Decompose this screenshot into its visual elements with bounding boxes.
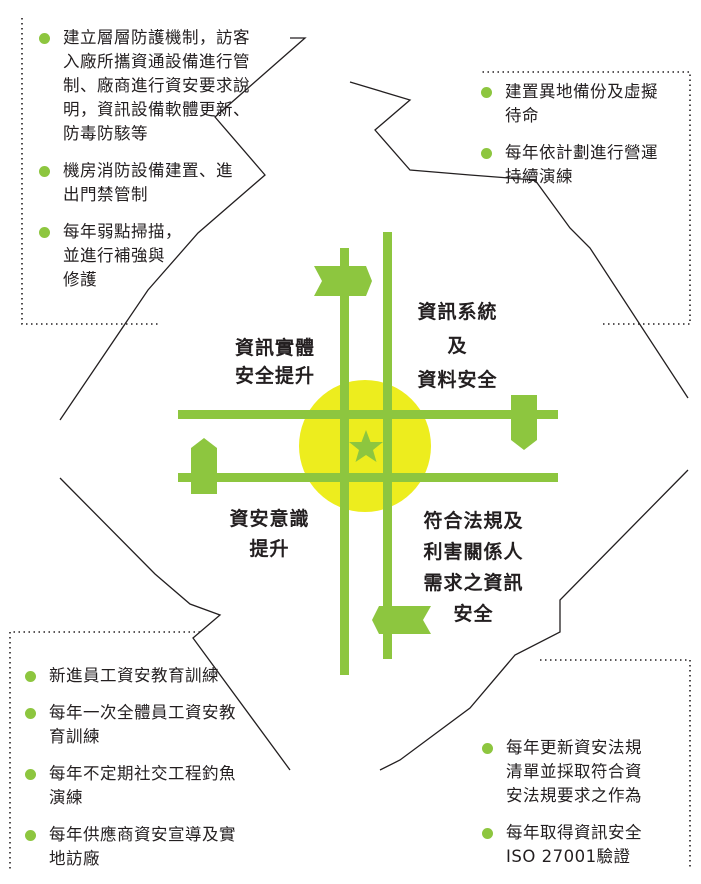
- bar-h-top-right: [383, 410, 558, 419]
- list-item: 建置異地備份及虛擬 待命: [478, 80, 693, 128]
- list-item: 機房消防設備建置、進 出門禁管制: [36, 159, 306, 207]
- diamond-outline: [59, 37, 689, 771]
- arrow-flag-icon-right: [511, 395, 537, 450]
- list-item: 每年不定期社交工程釣魚 演練: [22, 762, 292, 810]
- green-dot-icon: [25, 708, 36, 719]
- list-bottom-left: 新進員工資安教育訓練 每年一次全體員工資安教 育訓練 每年不定期社交工程釣魚 演…: [22, 664, 292, 884]
- list-item: 每年弱點掃描， 並進行補強與 修護: [36, 220, 306, 292]
- list-item: 新進員工資安教育訓練: [22, 664, 292, 688]
- green-dot-icon: [481, 148, 492, 159]
- quadrant-label-bottom-right: 符合法規及 利害關係人 需求之資訊 安全: [423, 510, 524, 625]
- list-top-right: 建置異地備份及虛擬 待命 每年依計劃進行營運 持續演練: [478, 80, 693, 202]
- green-dot-icon: [25, 671, 36, 682]
- list-top-left: 建立層層防護機制，訪客 入廠所攜資通設備進行管 制、廠商進行資安要求說 明，資訊…: [36, 26, 306, 305]
- list-item: 每年取得資訊安全 ISO 27001驗證: [479, 821, 694, 869]
- quadrant-label-top-right: 資訊系統 及 資料安全: [417, 301, 498, 391]
- green-dot-icon: [25, 769, 36, 780]
- list-item: 每年依計劃進行營運 持續演練: [478, 141, 693, 189]
- bar-h-bottom-right: [340, 473, 558, 482]
- outline-left-lower: [59, 477, 291, 771]
- green-dot-icon: [482, 828, 493, 839]
- outline-right-lower: [379, 469, 689, 771]
- frame-top-left: [21, 18, 160, 325]
- frame-bottom-right: [540, 659, 691, 870]
- list-bottom-right: 每年更新資安法規 清單並採取符合資 安法規要求之作為 每年取得資訊安全 ISO …: [479, 736, 694, 882]
- list-item: 每年供應商資安宣導及實 地訪廠: [22, 823, 292, 871]
- green-dot-icon: [482, 743, 493, 754]
- bar-h-top: [178, 410, 390, 419]
- arrow-flag-icon-left: [191, 438, 217, 494]
- cross-bars: [178, 232, 558, 675]
- outline-right-upper: [349, 81, 689, 399]
- bar-v-right: [383, 232, 392, 659]
- list-item: 每年一次全體員工資安教 育訓練: [22, 701, 292, 749]
- bar-h-bottom: [178, 473, 390, 482]
- dotted-frames: [9, 18, 691, 870]
- star-icon: [349, 430, 383, 462]
- quadrant-label-bottom-left: 資安意識 提升: [229, 508, 310, 560]
- arrow-flags: [191, 266, 537, 634]
- bar-v-left: [340, 248, 349, 675]
- green-dot-icon: [481, 87, 492, 98]
- green-dot-icon: [25, 830, 36, 841]
- frame-bottom-left: [9, 631, 200, 870]
- green-dot-icon: [39, 33, 50, 44]
- list-item: 建立層層防護機制，訪客 入廠所攜資通設備進行管 制、廠商進行資安要求說 明，資訊…: [36, 26, 306, 146]
- arrow-flag-icon-top: [314, 266, 372, 296]
- quadrant-label-top-left: 資訊實體 安全提升: [234, 337, 315, 387]
- arrow-flag-icon-bottom: [372, 606, 431, 634]
- green-dot-icon: [39, 227, 50, 238]
- outline-left-upper: [59, 37, 307, 421]
- list-item: 每年更新資安法規 清單並採取符合資 安法規要求之作為: [479, 736, 694, 808]
- green-dot-icon: [39, 166, 50, 177]
